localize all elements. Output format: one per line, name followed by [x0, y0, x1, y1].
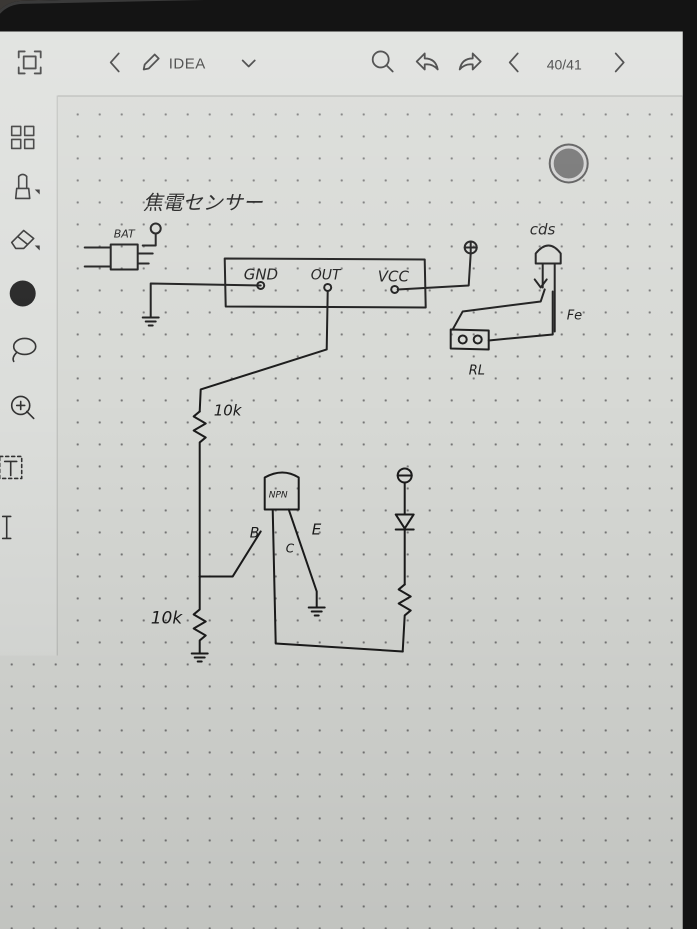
resistor-led — [397, 583, 412, 653]
relay-box — [449, 328, 490, 351]
label-npn: NPN — [269, 490, 288, 500]
label-fe: Fe — [567, 308, 582, 323]
pir-sensor-box — [223, 257, 427, 309]
search-icon[interactable] — [367, 45, 399, 77]
ground-symbol-3 — [307, 606, 326, 617]
label-vcc: VCC — [378, 267, 410, 285]
npn-transistor — [263, 471, 300, 511]
notebook-title[interactable]: IDEA — [168, 55, 206, 73]
label-resistor-1: 10k — [214, 401, 243, 419]
led-symbol — [394, 513, 415, 531]
label-cds: cds — [530, 220, 556, 238]
redo-icon[interactable] — [455, 45, 487, 77]
note-heading: 焦電センサー — [143, 190, 264, 214]
undo-icon[interactable] — [411, 45, 443, 77]
pen-tool-icon[interactable] — [5, 169, 41, 205]
label-gnd: GND — [244, 265, 278, 283]
left-toolbar — [0, 95, 58, 656]
previous-page-icon[interactable] — [503, 47, 525, 77]
text-cursor-icon[interactable] — [0, 509, 25, 545]
label-bat: BAT — [114, 227, 136, 240]
page-grid-icon[interactable] — [5, 119, 41, 155]
label-emitter: E — [312, 520, 322, 538]
handwritten-circuit-diagram[interactable]: 焦電センサー BAT GND OUT VCC cds RL Fe 10k 10k… — [0, 31, 683, 929]
eraser-icon[interactable] — [5, 219, 41, 255]
lasso-icon[interactable] — [5, 331, 41, 367]
battery-symbol — [83, 243, 154, 271]
resistor-10k-1 — [192, 410, 207, 578]
cds-sensor — [534, 244, 562, 265]
label-out: OUT — [311, 267, 342, 283]
zoom-in-icon[interactable] — [5, 389, 41, 425]
ground-symbol-1 — [141, 316, 160, 327]
chevron-down-icon[interactable] — [239, 53, 259, 73]
back-chevron-icon[interactable] — [103, 47, 127, 77]
fullscreen-icon[interactable] — [13, 45, 47, 79]
next-page-icon[interactable] — [609, 47, 631, 77]
label-rl: RL — [469, 363, 485, 378]
pen-color-picker[interactable] — [5, 275, 41, 311]
top-toolbar: IDEA 40/41 — [0, 31, 683, 97]
resistor-10k-2 — [192, 575, 207, 655]
ground-symbol-2 — [190, 652, 209, 663]
page-indicator[interactable]: 40/41 — [546, 56, 582, 73]
pencil-icon[interactable] — [139, 49, 163, 75]
label-resistor-2: 10k — [151, 608, 184, 628]
label-collector: C — [286, 541, 295, 555]
floating-record-button[interactable] — [550, 145, 587, 182]
black-color-swatch-icon[interactable] — [9, 280, 36, 307]
note-screen: 焦電センサー BAT GND OUT VCC cds RL Fe 10k 10k… — [0, 31, 683, 929]
text-box-icon[interactable] — [0, 449, 29, 485]
label-base: B — [250, 525, 260, 541]
